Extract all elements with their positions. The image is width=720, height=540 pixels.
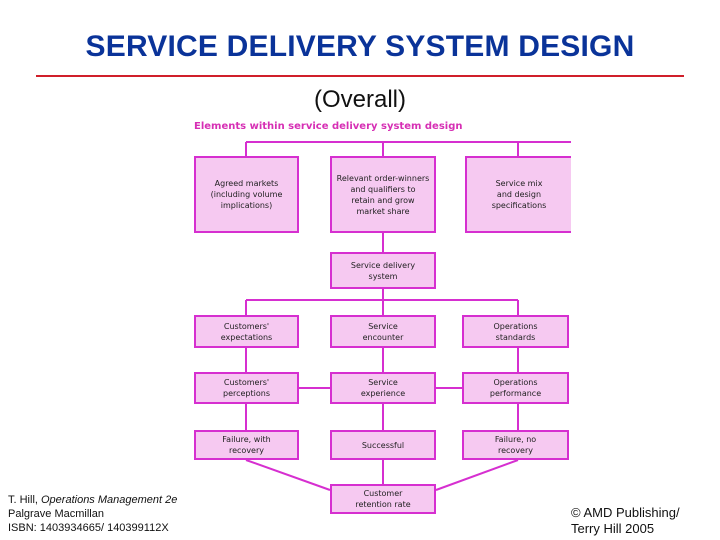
copyright-notice: © AMD Publishing/ Terry Hill 2005	[571, 505, 680, 537]
box-line: encounter	[362, 332, 404, 342]
box-line: Failure, no	[494, 435, 537, 444]
box-agreed-markets: Agreed markets (including volume implica…	[194, 156, 299, 233]
box-successful: Successful	[330, 430, 436, 460]
box-line: and design	[496, 190, 542, 199]
box-line: Service mix	[495, 179, 543, 188]
slide-title: SERVICE DELIVERY SYSTEM DESIGN	[85, 30, 635, 63]
box-line: Service	[368, 321, 398, 331]
citation-publisher: Palgrave Macmillan	[8, 508, 104, 520]
box-line: Agreed markets	[214, 179, 279, 188]
box-order-winners: Relevant order-winners and qualifiers to…	[330, 156, 436, 233]
box-failure-with-recovery: Failure, with recovery	[194, 430, 299, 460]
slide-subtitle: (Overall)	[313, 86, 406, 113]
diagram-caption: Elements within service delivery system …	[194, 121, 463, 132]
box-operations-performance: Operations performance	[462, 372, 569, 404]
box-service-encounter: Service encounter	[330, 315, 436, 348]
copyright-line: Terry Hill 2005	[571, 521, 655, 536]
box-failure-no-recovery: Failure, no recovery	[462, 430, 569, 460]
box-line: perceptions	[222, 389, 270, 398]
box-line: and qualifiers to	[350, 184, 416, 194]
box-customers-expectations: Customers' expectations	[194, 315, 299, 348]
box-line: Relevant order-winners	[336, 173, 430, 183]
box-line: Operations	[493, 321, 538, 331]
title-divider	[36, 75, 684, 77]
connector-fail-right-to-retention	[435, 459, 519, 491]
box-line: experience	[360, 389, 406, 398]
box-line: system	[368, 271, 398, 281]
box-line: Successful	[361, 440, 405, 450]
box-line: retain and grow	[351, 195, 415, 205]
box-line: expectations	[220, 332, 273, 342]
box-line: retention rate	[355, 500, 411, 509]
box-line: recovery	[228, 446, 264, 455]
box-service-delivery-system: Service delivery system	[330, 252, 436, 289]
box-line: Operations	[493, 378, 538, 387]
box-line: performance	[489, 389, 542, 398]
box-line: (including volume	[210, 190, 283, 199]
box-service-experience: Service experience	[330, 372, 436, 404]
box-line: standards	[495, 332, 536, 342]
box-line: implications)	[220, 201, 273, 210]
citation-author: T. Hill,	[8, 494, 41, 506]
box-customer-retention-rate: Customer retention rate	[330, 484, 436, 514]
copyright-line: © AMD Publishing/	[571, 505, 680, 520]
box-line: Failure, with	[222, 435, 271, 444]
box-line: Customer	[363, 489, 403, 498]
box-line: recovery	[497, 446, 533, 455]
box-line: Customers'	[223, 378, 270, 387]
source-citation: T. Hill, Operations Management 2e Palgra…	[8, 493, 177, 535]
connector-fail-left-to-retention	[245, 459, 331, 491]
citation-book: Operations Management 2e	[41, 494, 178, 506]
box-customers-perceptions: Customers' perceptions	[194, 372, 299, 404]
box-service-mix: Service mix and design specifications	[465, 156, 571, 233]
box-line: specifications	[491, 201, 547, 210]
box-line: Service	[368, 378, 398, 387]
box-line: Customers'	[223, 321, 270, 331]
citation-isbn: ISBN: 1403934665/ 140399112X	[8, 522, 169, 534]
box-line: market share	[356, 206, 410, 216]
box-operations-standards: Operations standards	[462, 315, 569, 348]
citation-line-author: T. Hill, Operations Management 2e	[8, 493, 177, 507]
box-line: Service delivery	[350, 260, 416, 270]
